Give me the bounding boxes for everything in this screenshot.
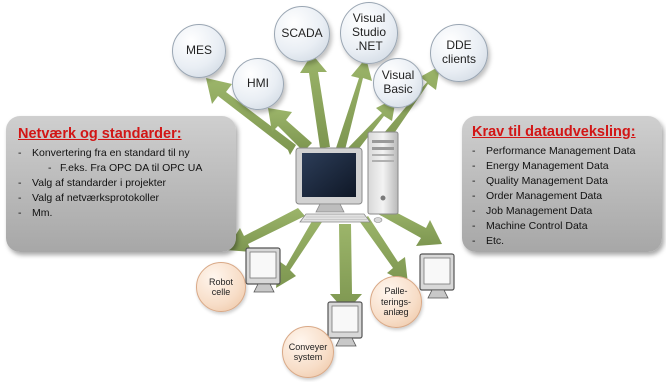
node-mes: MES: [172, 24, 226, 78]
panel-network-standards-title: Netværk og standarder:: [18, 126, 182, 142]
node-visual-studio-line2: Studio: [351, 25, 387, 40]
arrow-to-dde: [378, 66, 440, 148]
list-item: Valg af netværksprotokoller: [18, 191, 224, 206]
arrow-to-scada: [300, 54, 330, 148]
list-item: F.eks. Fra OPC DA til OPC UA: [18, 161, 224, 176]
monitor-center: [327, 301, 363, 347]
node-visual-basic: Visual Basic: [373, 58, 423, 108]
node-palletizing: Palle- terings- anlæg: [370, 276, 422, 328]
panel-network-standards: Netværk og standarder: Konvertering fra …: [6, 116, 236, 252]
arrow-to-conveyer: [330, 224, 362, 312]
list-item: Machine Control Data: [472, 219, 652, 234]
monitor-left: [245, 247, 281, 293]
node-conveyer-system: Conveyer system: [282, 326, 334, 378]
node-robot-line2: celle: [211, 287, 231, 297]
list-item: Order Management Data: [472, 189, 652, 204]
node-palletizing-line3: anlæg: [383, 307, 409, 318]
monitor-right: [419, 253, 455, 299]
panel-data-exchange-title: Krav til dataudveksling:: [472, 124, 636, 140]
node-robot-cell: Robot celle: [196, 262, 246, 312]
node-mes-label: MES: [185, 43, 212, 58]
node-robot-line1: Robot: [208, 276, 234, 287]
list-item: Konvertering fra en standard til ny: [18, 146, 224, 161]
panel-data-exchange-list: Performance Management Data Energy Manag…: [472, 144, 652, 249]
node-conveyer-line1: Conveyer: [288, 341, 328, 352]
node-scada: SCADA: [274, 6, 330, 62]
arrow-to-robot-left: [226, 208, 305, 252]
node-hmi-label: HMI: [247, 76, 269, 91]
node-visual-studio-line1: Visual: [352, 11, 386, 26]
node-dde-line2: clients: [441, 52, 476, 66]
list-item: Performance Management Data: [472, 144, 652, 159]
node-conveyer-line2: system: [293, 352, 323, 362]
list-item: Valg af standarder i projekter: [18, 176, 224, 191]
node-hmi: HMI: [232, 58, 284, 110]
central-computer: [295, 131, 399, 223]
node-palletizing-line1: Palle-: [384, 286, 408, 297]
arrow-to-right-monitor: [378, 206, 442, 246]
node-palletizing-line2: terings-: [380, 296, 411, 307]
list-item: Energy Management Data: [472, 159, 652, 174]
arrows-down: [226, 206, 442, 312]
node-scada-label: SCADA: [281, 26, 323, 41]
list-item: Mm.: [18, 206, 224, 221]
list-item: Job Management Data: [472, 204, 652, 219]
panel-network-standards-list: Konvertering fra en standard til ny F.ek…: [18, 146, 224, 221]
node-visual-studio-net: Visual Studio .NET: [340, 2, 398, 64]
node-visual-basic-line2: Basic: [383, 82, 413, 96]
node-visual-basic-line1: Visual: [381, 68, 415, 83]
list-item: Quality Management Data: [472, 174, 652, 189]
node-visual-studio-line3: .NET: [355, 38, 383, 53]
panel-data-exchange-requirements: Krav til dataudveksling: Performance Man…: [462, 116, 662, 252]
arrows-up: [206, 54, 440, 155]
arrow-to-palletizing: [360, 216, 408, 284]
arrow-to-conveyer-left: [276, 216, 322, 288]
arrow-to-visual-studio: [336, 58, 372, 150]
arrow-to-visual-basic: [346, 98, 396, 155]
arrow-to-mes: [206, 78, 296, 155]
list-item: Etc.: [472, 234, 652, 249]
node-dde-clients: DDE clients: [430, 24, 488, 82]
arrow-to-hmi: [268, 108, 312, 150]
node-dde-line1: DDE: [446, 38, 472, 53]
